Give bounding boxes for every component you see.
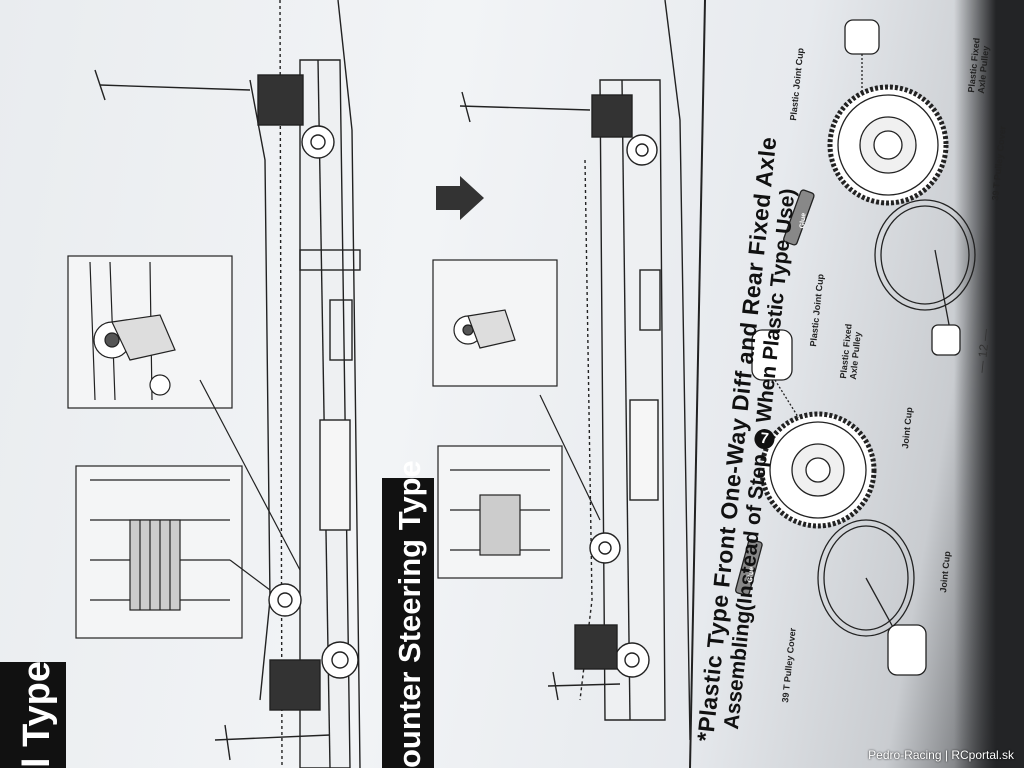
parts-diagram-bottom xyxy=(735,329,927,676)
detail-inset-upper-right xyxy=(432,259,558,387)
section-divider xyxy=(689,0,706,768)
section-label-counter-steering: ounter Steering Type xyxy=(392,460,427,768)
step-number-badge: 7 xyxy=(753,427,776,450)
chassis-drawing-right xyxy=(459,0,691,741)
callout-line xyxy=(229,559,271,591)
table-background xyxy=(954,0,1024,768)
watermark: Pedro-Racing | RCportal.sk xyxy=(868,748,1014,762)
detail-inset-lower-left xyxy=(75,465,243,639)
glue-tube-label: Glue xyxy=(746,566,756,583)
detail-inset-upper-left xyxy=(67,255,233,409)
glue-tube-label: Glue xyxy=(798,212,808,229)
section-tab-black xyxy=(0,662,66,768)
section-label-type: l Type xyxy=(16,661,58,768)
section-tab-black xyxy=(382,478,434,768)
chassis-drawing-left xyxy=(94,0,361,768)
arrow-right-icon xyxy=(436,176,484,220)
detail-inset-lower-right xyxy=(437,445,563,579)
parts-diagram-top xyxy=(783,19,976,356)
callout-line xyxy=(199,379,301,571)
callout-line xyxy=(539,394,601,521)
